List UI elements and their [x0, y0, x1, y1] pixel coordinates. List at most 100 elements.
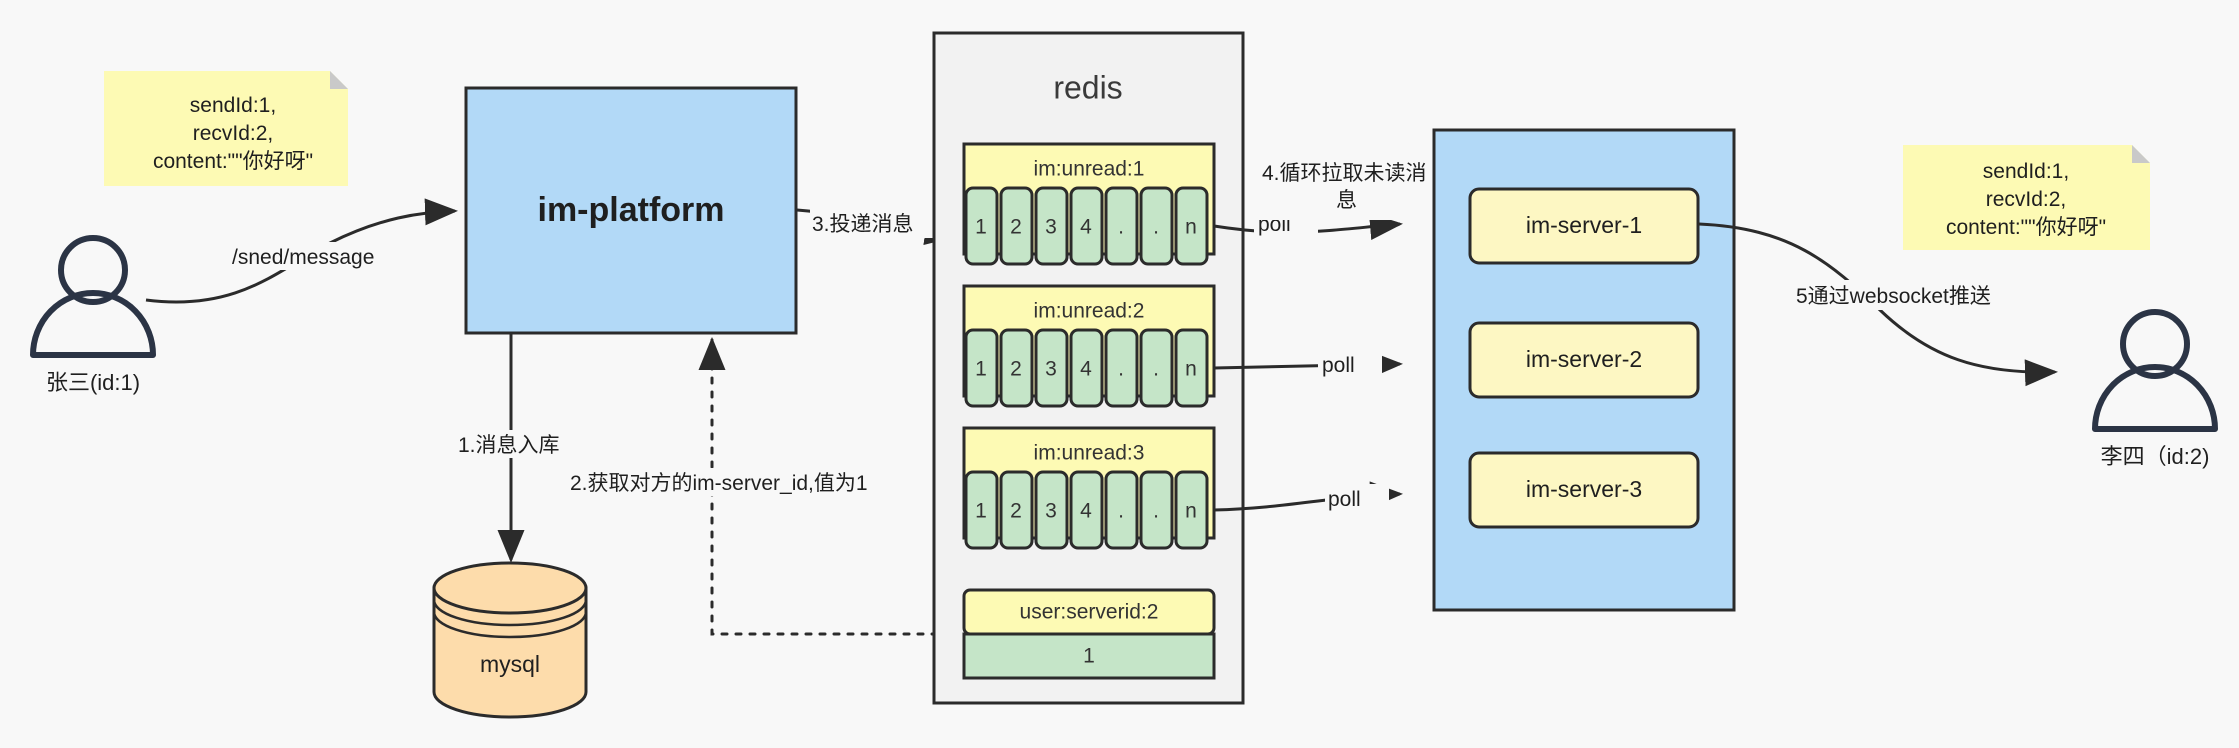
im-unread-2-key: im:unread:2: [1034, 300, 1145, 323]
im-unread-2-cells: 1 2 3 4 . . n: [964, 328, 1209, 408]
actor-receiver: 李四（id:2): [2092, 309, 2218, 469]
im-platform-box[interactable]: [464, 86, 798, 335]
edge-label-step1: 1.消息入库: [458, 434, 560, 457]
redis-key-im-unread-2[interactable]: im:unread:2 1 2 3 4 . . n: [962, 284, 1216, 408]
list-cell-text: 4: [1080, 216, 1092, 239]
edge-step2-get-server-id: 2.获取对方的im-server_id,值为1: [568, 337, 967, 636]
note-left-line1: sendId:1,: [190, 94, 276, 117]
list-cell-text: 4: [1080, 500, 1092, 523]
edge-send-message: /sned/message: [145, 198, 458, 304]
edge-label-bg: [568, 468, 868, 496]
list-cell-text: 4: [1080, 358, 1092, 381]
mysql-body[interactable]: [432, 586, 588, 719]
edge-step1-store-message: 1.消息入库: [455, 333, 575, 563]
node-mysql[interactable]: mysql: [432, 561, 588, 719]
list-cell-text: 2: [1010, 358, 1022, 381]
list-cell[interactable]: [999, 470, 1034, 550]
list-cell-text: .: [1118, 500, 1124, 523]
receiver-head-icon: [2120, 309, 2190, 379]
list-cell[interactable]: [1104, 470, 1139, 550]
edge-poll-2: poll: [1213, 350, 1403, 379]
edge-label-step5: 5通过websocket推送: [1796, 285, 1991, 308]
edge-label-bg: [1794, 280, 2046, 310]
list-cell[interactable]: [1174, 186, 1209, 266]
list-cell[interactable]: [964, 470, 999, 550]
node-im-server-2[interactable]: im-server-2: [1468, 321, 1700, 399]
node-im-server-3[interactable]: im-server-3: [1468, 451, 1700, 529]
redis-title: redis: [1053, 69, 1122, 105]
sticky-note-left: sendId:1, recvId:2, content:""你好呀": [104, 71, 348, 186]
im-server-1-box[interactable]: [1468, 187, 1700, 265]
note-left-line2: recvId:2,: [193, 122, 274, 145]
user-serverid-key: user:serverid:2: [1020, 601, 1159, 624]
node-im-server-cluster: im-server-1 im-server-2 im-server-3: [1432, 128, 1736, 612]
list-cell[interactable]: [964, 186, 999, 266]
redis-key-user-serverid[interactable]: user:serverid:2 1: [962, 588, 1216, 680]
edge-label-poll-2: poll: [1322, 354, 1355, 377]
sender-label: 张三(id:1): [46, 370, 140, 395]
list-cell[interactable]: [1034, 186, 1069, 266]
list-cell-text: 1: [975, 358, 987, 381]
edge-poll-3: poll: [1213, 481, 1403, 512]
list-cell-text: 2: [1010, 216, 1022, 239]
list-cell-text: .: [1153, 216, 1159, 239]
list-cell-text: n: [1185, 500, 1197, 523]
redis-key-im-unread-1[interactable]: im:unread:1 1 2 3 4 . . n: [962, 142, 1216, 266]
sticky-note-right: sendId:1, recvId:2, content:""你好呀": [1903, 145, 2150, 250]
im-server-3-box[interactable]: [1468, 451, 1700, 529]
list-cell[interactable]: [1069, 328, 1104, 408]
redis-key-im-unread-3[interactable]: im:unread:3 1 2 3 4 . . n: [962, 426, 1216, 550]
edge-step5-websocket-push: 5通过websocket推送: [1698, 222, 2058, 387]
im-platform-label: im-platform: [538, 191, 725, 229]
im-server-3-label: im-server-3: [1526, 476, 1642, 502]
list-cell-text: 1: [975, 500, 987, 523]
list-cell[interactable]: [1034, 328, 1069, 408]
note-right-line3: content:""你好呀": [1946, 216, 2106, 239]
mysql-ring-1: [432, 599, 588, 627]
node-im-platform[interactable]: im-platform: [464, 86, 798, 335]
edge-label-bg: [455, 430, 575, 458]
im-unread-3-cells: 1 2 3 4 . . n: [964, 470, 1209, 550]
list-cell-text: 2: [1010, 500, 1022, 523]
note-right-line1: sendId:1,: [1983, 160, 2069, 183]
list-cell[interactable]: [1139, 470, 1174, 550]
edge-label-bg: [228, 242, 390, 270]
im-server-2-box[interactable]: [1468, 321, 1700, 399]
list-cell[interactable]: [999, 328, 1034, 408]
node-im-server-1[interactable]: im-server-1: [1468, 187, 1700, 265]
edge-label-step2: 2.获取对方的im-server_id,值为1: [570, 472, 868, 495]
list-cell[interactable]: [1139, 186, 1174, 266]
list-cell[interactable]: [1034, 470, 1069, 550]
edge-label-step3: 3.投递消息: [812, 213, 914, 236]
note-right-line2: recvId:2,: [1986, 188, 2067, 211]
list-cell-text: .: [1118, 216, 1124, 239]
actor-sender: 张三(id:1): [30, 235, 156, 395]
list-cell[interactable]: [1104, 328, 1139, 408]
im-unread-1-key: im:unread:1: [1034, 158, 1145, 181]
list-cell[interactable]: [964, 328, 999, 408]
im-unread-3-key: im:unread:3: [1034, 442, 1145, 465]
edge-label-bg: [1318, 350, 1382, 378]
list-cell[interactable]: [1069, 186, 1104, 266]
list-cell[interactable]: [1139, 328, 1174, 408]
list-cell-text: 1: [975, 216, 987, 239]
list-cell[interactable]: [1174, 328, 1209, 408]
list-cell[interactable]: [999, 186, 1034, 266]
im-server-2-label: im-server-2: [1526, 346, 1642, 372]
edge-label-send-message: /sned/message: [232, 246, 374, 269]
list-cell-text: n: [1185, 216, 1197, 239]
list-cell[interactable]: [1174, 470, 1209, 550]
list-cell-text: .: [1153, 500, 1159, 523]
receiver-body-icon: [2092, 364, 2218, 432]
mysql-top: [432, 561, 588, 615]
mysql-ring-2: [432, 611, 588, 639]
sender-body-icon: [30, 290, 156, 358]
list-cell-text: n: [1185, 358, 1197, 381]
list-cell-text: .: [1153, 358, 1159, 381]
user-serverid-value-box[interactable]: [962, 632, 1216, 680]
list-cell[interactable]: [1104, 186, 1139, 266]
im-unread-1-cells: 1 2 3 4 . . n: [964, 186, 1209, 266]
edge-label-step4-line1: 4.循环拉取未读消: [1262, 162, 1427, 185]
list-cell[interactable]: [1069, 470, 1104, 550]
